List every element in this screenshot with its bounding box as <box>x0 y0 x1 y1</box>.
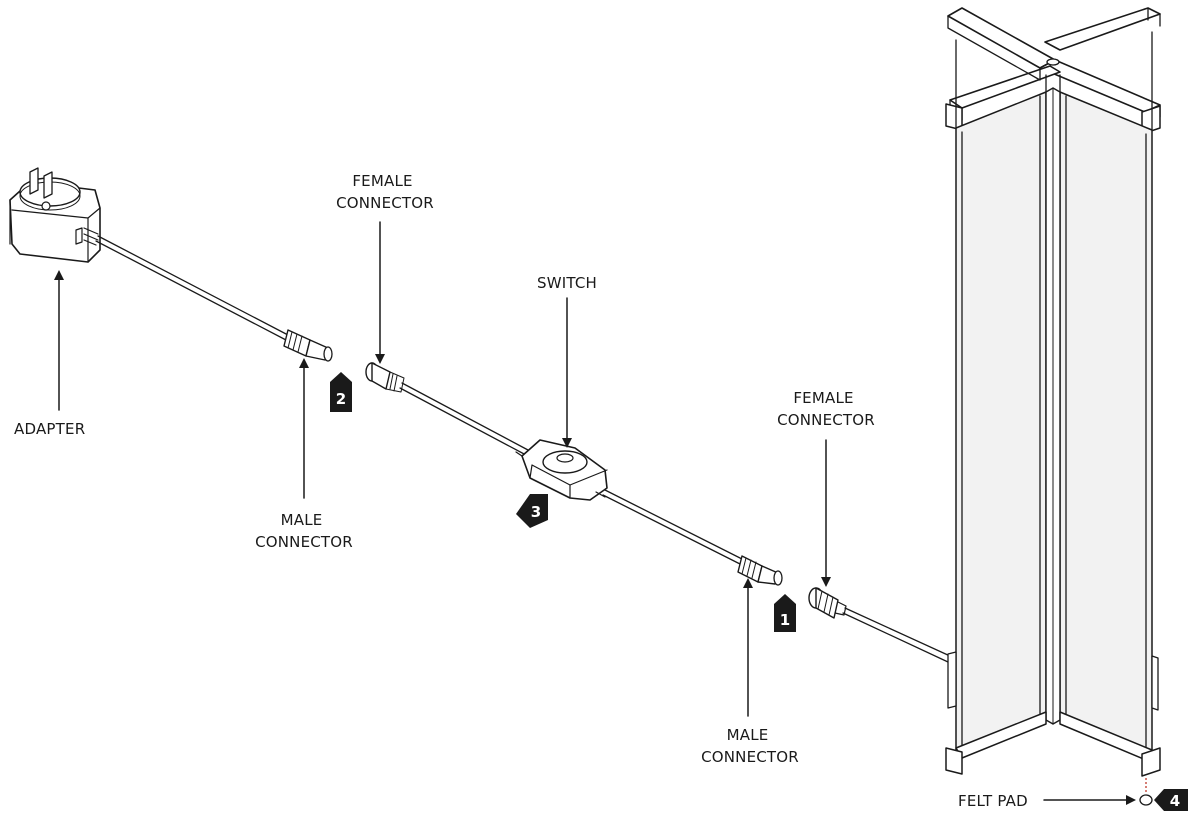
female-connector-1-illustration <box>365 362 405 393</box>
step-badge-2: 2 <box>330 372 352 412</box>
adapter-label: ADAPTER <box>14 420 85 438</box>
female-connector-1-label: FEMALE CONNECTOR <box>336 172 434 212</box>
svg-text:1: 1 <box>780 611 790 629</box>
step-badge-3: 3 <box>516 494 548 528</box>
male-connector-2-illustration <box>737 555 783 586</box>
switch-cable-lower <box>602 489 745 566</box>
step-badge-4: 4 <box>1154 789 1188 811</box>
adapter-illustration <box>9 167 101 263</box>
adapter-cable <box>95 235 289 341</box>
svg-text:2: 2 <box>336 390 346 408</box>
fixture-cable <box>842 607 951 663</box>
switch-label: SWITCH <box>537 274 597 292</box>
felt-pad-label: FELT PAD <box>958 792 1028 810</box>
svg-text:4: 4 <box>1170 792 1180 810</box>
female-connector-2-illustration <box>808 587 847 619</box>
svg-text:3: 3 <box>531 503 541 521</box>
male-connector-1-illustration <box>283 329 333 362</box>
female-connector-2-label: FEMALE CONNECTOR <box>777 389 875 429</box>
felt-pad-illustration <box>1139 778 1153 806</box>
male-connector-2-label: MALE CONNECTOR <box>701 726 799 766</box>
switch-illustration <box>515 439 608 501</box>
male-connector-1-label: MALE CONNECTOR <box>255 511 353 551</box>
step-badge-1: 1 <box>774 594 796 632</box>
lamp-fixture-illustration <box>945 7 1161 777</box>
switch-cable-upper <box>399 382 529 456</box>
